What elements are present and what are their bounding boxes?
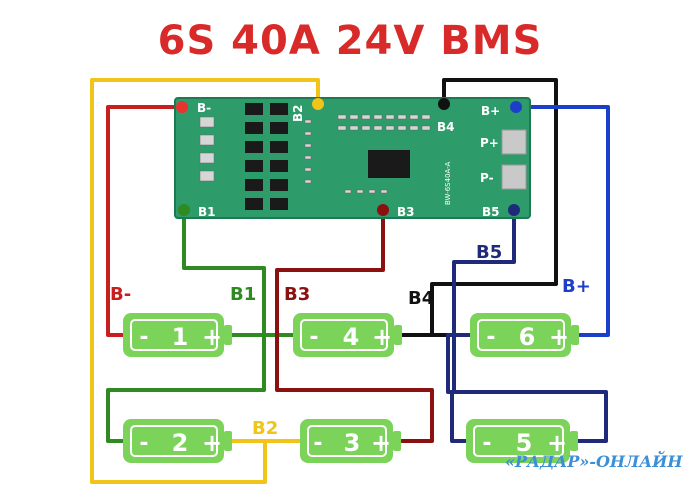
board-silkscreen: BW-6S40A-A (444, 161, 452, 205)
pad-dot-bminus (176, 101, 188, 113)
wire-b3 (275, 208, 434, 443)
wire-label-b2: B2 (252, 418, 278, 439)
pad-label-b3: B3 (397, 205, 415, 219)
cell-6-neg: - (486, 325, 495, 350)
bms-ic-chip (368, 150, 410, 178)
battery-cell-3 (300, 419, 401, 463)
pad-label-b4: B4 (437, 120, 455, 134)
pad-dot-b3 (377, 204, 389, 216)
wire-label-b3: B3 (284, 284, 310, 305)
wire-label-bplus: B+ (562, 276, 591, 297)
pad-pplus (501, 129, 527, 155)
bms-board: B- B1 B2 B3 B4 B5 B+ P+ P- BW-6S40A-A (174, 97, 531, 219)
mosfet-array (245, 103, 288, 210)
wire-b5-to-cell6 (446, 333, 608, 443)
wire-b1 (182, 208, 266, 337)
cell-3-number: 3 (344, 429, 361, 457)
pad-label-bminus: B- (197, 101, 211, 115)
wire-bminus (106, 105, 184, 337)
battery-cell-1 (123, 313, 232, 357)
battery-cell-5 (466, 419, 578, 463)
cell-6-pos: + (549, 323, 569, 351)
cell-4-pos: + (372, 323, 392, 351)
cell-2-pos: + (202, 429, 222, 457)
wire-label-bminus: B- (110, 284, 131, 305)
cell-4-neg: - (309, 325, 318, 350)
watermark: «РАДАР»-ОНЛАЙН (505, 452, 683, 471)
pad-dot-b4 (438, 98, 450, 110)
cell-1-number: 1 (172, 323, 189, 351)
cell-3-pos: + (371, 429, 391, 457)
cell-5-neg: - (482, 431, 491, 456)
pad-label-pminus: P- (480, 171, 494, 185)
pad-label-b5: B5 (482, 205, 500, 219)
wire-bplus (514, 105, 610, 337)
cell-5-number: 5 (516, 429, 533, 457)
cell-4-number: 4 (343, 323, 360, 351)
pad-dot-b1 (178, 204, 190, 216)
cell-6-number: 6 (519, 323, 536, 351)
pad-pminus (501, 164, 527, 190)
battery-cell-6 (470, 313, 579, 357)
pad-dot-b5 (508, 204, 520, 216)
diagram-title: 6S 40A 24V BMS (157, 18, 543, 64)
cell-3-neg: - (313, 431, 322, 456)
wire-label-b5: B5 (476, 242, 502, 263)
cell-2-number: 2 (172, 429, 189, 457)
wire-b4 (430, 78, 558, 337)
cell-5-pos: + (547, 429, 567, 457)
battery-cells (123, 313, 579, 463)
battery-cell-4 (293, 313, 402, 357)
battery-cell-2 (123, 419, 232, 463)
pad-label-b1: B1 (198, 205, 216, 219)
pad-dot-bplus (510, 101, 522, 113)
wire-b1-to-cell2 (106, 333, 266, 443)
pad-label-b2: B2 (291, 105, 305, 123)
cell-2-neg: - (139, 431, 148, 456)
pad-label-pplus: P+ (480, 136, 499, 150)
wire-label-b1: B1 (230, 284, 256, 305)
pad-dot-b2 (312, 98, 324, 110)
cell-1-neg: - (139, 325, 148, 350)
cell-1-pos: + (202, 323, 222, 351)
wire-label-b4: B4 (408, 288, 434, 309)
smd-components (199, 114, 431, 194)
pad-label-bplus: B+ (481, 104, 500, 118)
